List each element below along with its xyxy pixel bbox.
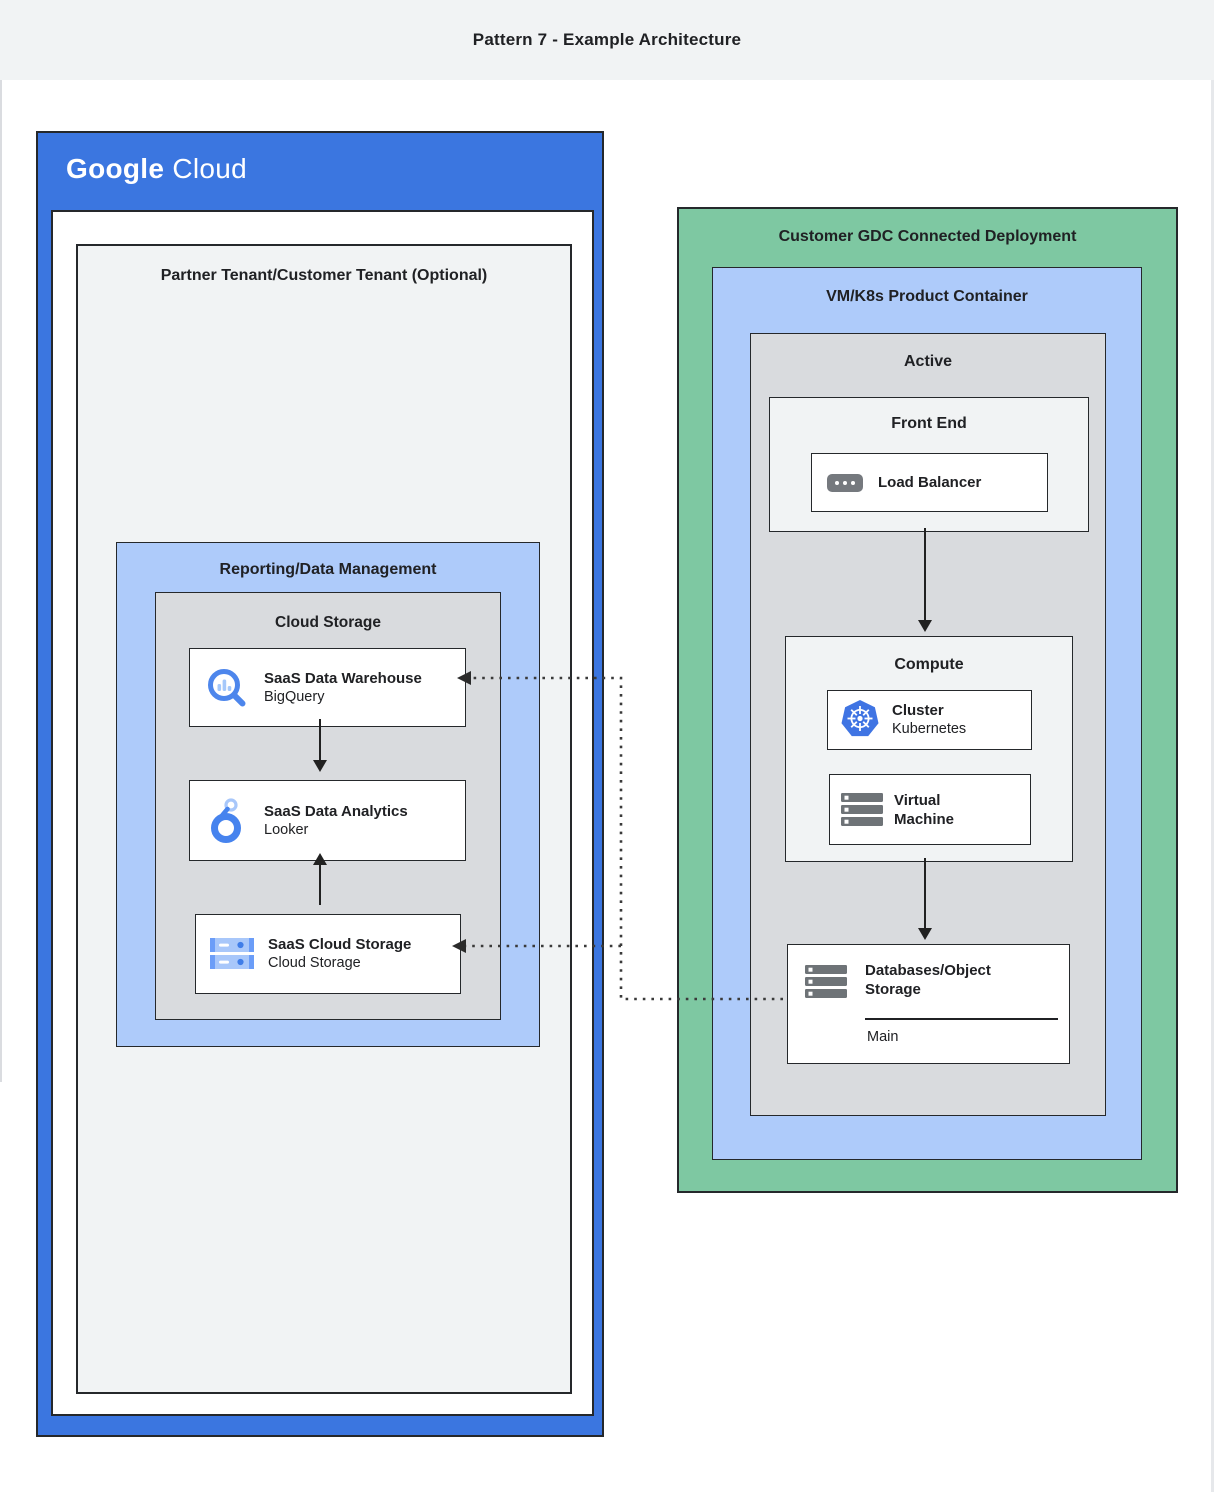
- load-balancer-icon: [812, 473, 878, 493]
- load-balancer-card: Load Balancer: [811, 453, 1048, 512]
- cloud-storage-icon: [196, 935, 268, 973]
- page-title: Pattern 7 - Example Architecture: [472, 30, 742, 49]
- page-left-edge: [0, 80, 2, 1082]
- card-title: SaaS Data Warehouse: [264, 669, 422, 687]
- vmk8s-container-title: VM/K8s Product Container: [826, 288, 1028, 305]
- compute-title: Compute: [894, 656, 964, 673]
- databases-object-storage-card: Databases/Object Storage Main: [787, 944, 1070, 1064]
- card-title: SaaS Cloud Storage: [268, 936, 412, 953]
- card-title: SaaS Data Analytics: [264, 802, 408, 820]
- section-label: Main: [867, 1029, 899, 1045]
- gdc-deployment-zone: Customer GDC Connected Deployment VM/K8s…: [677, 207, 1178, 1193]
- saas-data-warehouse-card: SaaS Data Warehouse BigQuery: [189, 648, 466, 727]
- google-cloud-logo: Google Cloud: [66, 153, 247, 184]
- card-title: Databases/Object Storage: [865, 962, 991, 998]
- vmk8s-container-zone: VM/K8s Product Container Active Front En…: [712, 267, 1142, 1160]
- front-end-title: Front End: [891, 415, 967, 432]
- cloud-storage-zone: Cloud Storage: [155, 592, 501, 1020]
- reporting-title: Reporting/Data Management: [219, 561, 437, 578]
- saas-data-analytics-card: SaaS Data Analytics Looker: [189, 780, 466, 861]
- bigquery-icon: [190, 665, 264, 711]
- card-title: Cluster: [892, 702, 944, 719]
- partner-tenant-title: Partner Tenant/Customer Tenant (Optional…: [160, 267, 488, 284]
- card-subtitle: Kubernetes: [892, 721, 967, 737]
- cloud-storage-zone-title: Cloud Storage: [275, 614, 381, 631]
- card-subtitle: BigQuery: [264, 688, 325, 705]
- virtual-machine-card: Virtual Machine: [829, 774, 1031, 845]
- card-subtitle: Looker: [264, 821, 309, 838]
- active-title: Active: [903, 353, 953, 370]
- google-cloud-zone: Google Cloud Partner Tenant/Customer Ten…: [36, 131, 604, 1437]
- section-divider: [865, 1018, 1058, 1020]
- active-zone: Active Front End Load Balancer: [750, 333, 1106, 1116]
- header-bar: Pattern 7 - Example Architecture: [0, 0, 1214, 80]
- saas-cloud-storage-card: SaaS Cloud Storage Cloud Storage: [195, 914, 461, 994]
- storage-stack-icon: [804, 963, 848, 1006]
- virtual-machine-icon: [830, 791, 894, 829]
- partner-tenant-zone: Partner Tenant/Customer Tenant (Optional…: [76, 244, 572, 1394]
- card-subtitle: Cloud Storage: [268, 955, 361, 971]
- looker-icon: [190, 796, 264, 846]
- card-title: Load Balancer: [878, 474, 982, 491]
- google-cloud-inner-box: Partner Tenant/Customer Tenant (Optional…: [51, 210, 594, 1416]
- front-end-zone: Front End Load Balancer: [769, 397, 1089, 532]
- compute-zone: Compute: [785, 636, 1073, 862]
- kubernetes-icon: [828, 699, 892, 741]
- reporting-zone: Reporting/Data Management Cloud Storage: [116, 542, 540, 1047]
- gdc-deployment-title: Customer GDC Connected Deployment: [778, 228, 1077, 245]
- page-right-edge: [1211, 80, 1214, 1492]
- cluster-card: Cluster Kubernetes: [827, 690, 1032, 750]
- card-title: Virtual Machine: [894, 791, 955, 828]
